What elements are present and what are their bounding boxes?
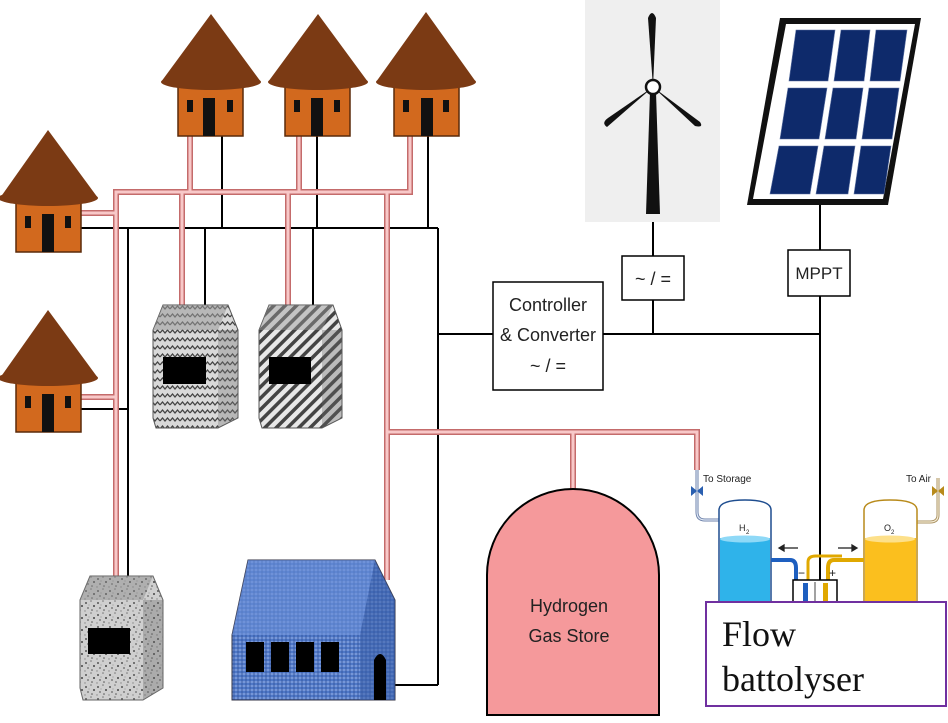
to-storage-label: To Storage [703, 474, 752, 485]
shed-diagonal [258, 304, 343, 429]
solar-panel [747, 18, 921, 205]
o2-label: O [884, 523, 891, 533]
electrical-wiring [80, 135, 821, 686]
flow-battolyser-apparatus: To Storage To Air H 2 O 2 − + [691, 470, 944, 606]
plus-terminal: + [829, 566, 836, 580]
store-label-line2: Gas Store [528, 626, 609, 646]
battolyser-label-line1: Flow [722, 614, 796, 654]
h2-subscript: 2 [746, 530, 750, 536]
wind-converter-label: ~ / = [635, 269, 671, 289]
store-label-line1: Hydrogen [530, 596, 608, 616]
wind-converter: ~ / = [621, 255, 685, 301]
h2-flow-arrow-icon [777, 543, 798, 553]
minus-terminal: − [798, 566, 805, 580]
mppt-box: MPPT [787, 249, 851, 297]
mppt-label: MPPT [795, 264, 842, 283]
hut-left-1 [0, 130, 98, 253]
hut-top-2 [268, 14, 368, 137]
controller-label-line1: Controller [509, 295, 587, 315]
to-air-label: To Air [906, 474, 932, 485]
battolyser-label-box: Flow battolyser [705, 601, 947, 707]
hydrogen-pipework [80, 135, 700, 580]
controller-label-line2: & Converter [500, 325, 596, 345]
hut-top-1 [161, 14, 261, 137]
wind-turbine [585, 0, 720, 222]
controller-label-line3: ~ / = [530, 356, 566, 376]
shed-speckled [79, 575, 164, 701]
h2-label: H [739, 523, 746, 533]
school-building [231, 559, 396, 701]
hydrogen-gas-store: Hydrogen Gas Store [486, 488, 660, 716]
o2-subscript: 2 [891, 530, 895, 536]
shed-zigzag [152, 304, 239, 429]
hut-left-2 [0, 310, 98, 433]
air-valve-icon [932, 486, 944, 496]
o2-flow-arrow-icon [838, 543, 859, 553]
battolyser-label-line2: battolyser [722, 659, 864, 699]
hut-top-3 [376, 12, 476, 137]
storage-valve-icon [691, 486, 703, 496]
controller-converter: Controller & Converter ~ / = [492, 281, 604, 391]
